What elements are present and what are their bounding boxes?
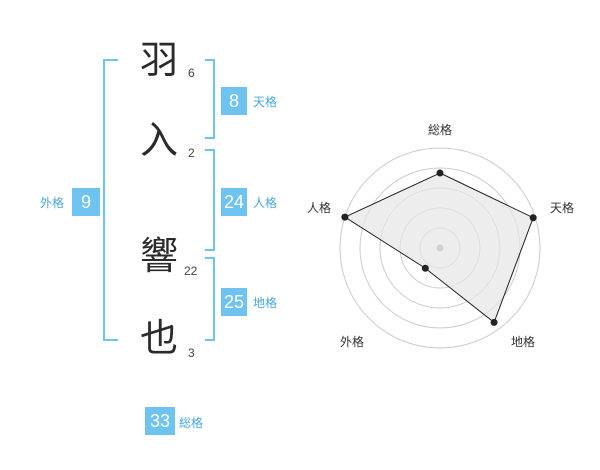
stroke-count-3: 22: [184, 264, 198, 278]
chikaku-score: 25: [221, 288, 247, 316]
stroke-count-2: 2: [188, 146, 195, 160]
jinkaku-score: 24: [221, 188, 247, 216]
soukaku-score: 33: [145, 407, 175, 435]
fortune-radar-chart: [339, 147, 541, 349]
radar-point-4: [341, 213, 349, 221]
outer-bracket-line: [103, 59, 118, 341]
stroke-count-4: 3: [188, 346, 195, 360]
tenkaku-bracket-line: [205, 59, 215, 139]
radar-label-chikaku: 地格: [511, 335, 536, 349]
jinkaku-bracket-line: [205, 149, 215, 251]
gaikaku-score: 9: [72, 188, 100, 216]
stroke-count-1: 6: [188, 66, 195, 80]
soukaku-label: 総格: [179, 416, 204, 430]
name-char-2: 入: [140, 118, 179, 162]
radar-point-1: [529, 214, 537, 222]
name-char-3: 響: [140, 234, 179, 278]
radar-label-jinkaku: 人格: [307, 201, 332, 215]
chikaku-label: 地格: [253, 296, 278, 310]
jinkaku-label: 人格: [253, 196, 278, 210]
radar-point-3: [421, 264, 429, 272]
radar-label-gaikaku: 外格: [340, 335, 365, 349]
name-char-4: 也: [140, 316, 179, 360]
radar-point-2: [490, 318, 498, 326]
gaikaku-label: 外格: [40, 196, 65, 210]
tenkaku-label: 天格: [253, 95, 278, 109]
name-char-1: 羽: [140, 38, 179, 82]
radar-label-tenkaku: 天格: [550, 201, 575, 215]
tenkaku-score: 8: [221, 87, 247, 115]
chikaku-bracket-line: [205, 257, 215, 341]
radar-point-0: [436, 169, 444, 177]
radar-label-soukaku: 総格: [428, 123, 453, 137]
radar-center-dot: [436, 244, 444, 252]
